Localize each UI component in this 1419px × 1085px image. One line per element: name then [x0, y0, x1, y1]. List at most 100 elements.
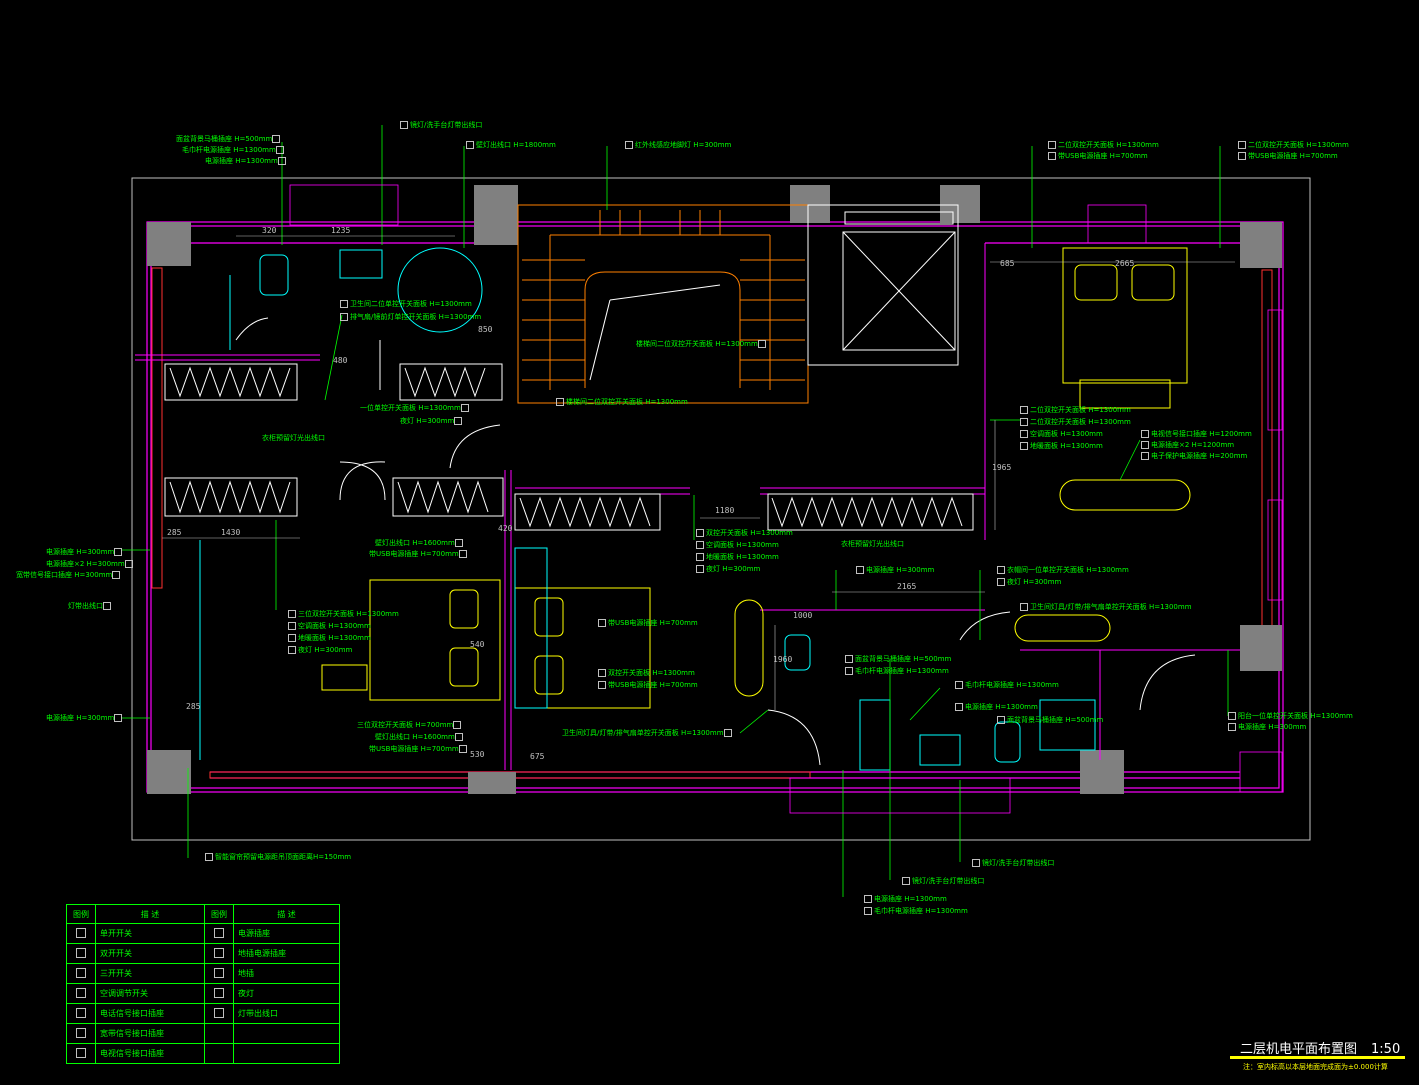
- label-wardrobe-switch-1: 衣帽间一位单控开关面板 H=1300mm: [997, 566, 1129, 574]
- label-bed1-b: 带USB电源插座 H=700mm: [369, 550, 469, 558]
- furniture: [321, 247, 1191, 709]
- phone-socket-symbol-icon: [66, 1003, 96, 1024]
- legend-header-desc-2: 描 述: [233, 904, 340, 924]
- label-bed1-c3: 地暖面板 H=1300mm: [288, 634, 371, 642]
- label-stair-switch: 楼梯间二位双控开关面板 H=1300mm: [636, 340, 768, 348]
- dim-1965: 1965: [992, 463, 1012, 472]
- dim-1180: 1180: [715, 506, 735, 515]
- label-tv-3: 电子保护电源插座 H=200mm: [1141, 452, 1247, 460]
- drawing-title: 二层机电平面布置图 1:50: [1240, 1038, 1400, 1057]
- legend-desc: 电视信号接口插座: [95, 1043, 205, 1064]
- dim-285-b: 285: [186, 702, 201, 711]
- label-right-2: 二位双控开关面板 H=1300mm: [1020, 418, 1131, 426]
- label-top-left-1: 面盆背景马桶插座 H=500mm: [176, 135, 282, 143]
- label-wardrobe-light-2: 衣柜预留灯光出线口: [841, 540, 904, 548]
- label-left-3: 宽带信号接口插座 H=300mm: [16, 571, 122, 579]
- label-bath-switch-2: 排气扇/镜前灯单控开关面板 H=1300mm: [340, 313, 481, 321]
- dim-540: 540: [470, 640, 485, 649]
- label-bottom-socket-2: 毛巾杆电源插座 H=1300mm: [864, 907, 968, 915]
- legend-desc: 电话信号接口插座: [95, 1003, 205, 1024]
- label-towel-socket: 毛巾杆电源插座 H=1300mm: [845, 667, 949, 675]
- label-left-1: 电源插座 H=300mm: [46, 548, 124, 556]
- label-right-3: 空调面板 H=1300mm: [1020, 430, 1103, 438]
- floor-socket-symbol-icon: [204, 943, 234, 964]
- label-toilet-socket: 面盆背景马桶插座 H=500mm: [845, 655, 951, 663]
- dim-285-a: 285: [167, 528, 182, 537]
- elevator: [807, 204, 959, 366]
- label-mid-2: 空调面板 H=1300mm: [696, 541, 779, 549]
- legend-row: 空调调节开关 夜灯: [66, 983, 340, 1004]
- legend-row: 双开开关 地插电源插座: [66, 943, 340, 964]
- dimension-lines: [162, 235, 1235, 710]
- label-bath3-switch: 卫生间灯具/灯带/排气扇单控开关面板 H=1300mm: [1020, 603, 1192, 611]
- label-top-right-b1: 二位双控开关面板 H=1300mm: [1238, 141, 1349, 149]
- dim-2165: 2165: [897, 582, 917, 591]
- label-mid-3: 地暖面板 H=1300mm: [696, 553, 779, 561]
- legend-header-symbol-1: 图例: [66, 904, 96, 924]
- windows: [289, 184, 1283, 814]
- label-top-right-a2: 带USB电源插座 H=700mm: [1048, 152, 1148, 160]
- drawing-title-text: 二层机电平面布置图: [1240, 1042, 1358, 1057]
- label-left-2: 电源插座×2 H=300mm: [46, 560, 135, 568]
- label-tv-1: 电视信号接口插座 H=1200mm: [1141, 430, 1252, 438]
- label-bed1-d3: 带USB电源插座 H=700mm: [369, 745, 469, 753]
- label-bed1-d2: 壁灯出线口 H=1600mm: [375, 733, 465, 741]
- label-tv-2: 电源插座×2 H=1200mm: [1141, 441, 1234, 449]
- label-bed1-d1: 三位双控开关面板 H=700mm: [357, 721, 463, 729]
- label-wardrobe-switch-2: 夜灯 H=300mm: [997, 578, 1061, 586]
- legend-header: 图例 描 述 图例 描 述: [66, 904, 340, 924]
- dim-1000: 1000: [793, 611, 813, 620]
- power-socket-symbol-icon: [204, 923, 234, 944]
- label-bed2-c: 带USB电源插座 H=700mm: [598, 681, 698, 689]
- doors: [235, 317, 1196, 766]
- dim-2665: 2665: [1115, 259, 1135, 268]
- dim-1430: 1430: [221, 528, 241, 537]
- label-bed1-c1: 三位双控开关面板 H=1300mm: [288, 610, 399, 618]
- label-mirror-light: 镜灯/洗手台灯带出线口: [400, 121, 482, 129]
- label-bed2-b: 双控开关面板 H=1300mm: [598, 669, 695, 677]
- label-balcony-2: 电源插座 H=300mm: [1228, 723, 1306, 731]
- label-power-socket-2: 电源插座 H=1300mm: [955, 703, 1038, 711]
- label-ceiling-light: 壁灯出线口 H=1800mm: [466, 141, 556, 149]
- label-bottom-socket-1: 电源插座 H=1300mm: [864, 895, 947, 903]
- legend-empty: [233, 1023, 340, 1044]
- strip-light-symbol-icon: [204, 1003, 234, 1024]
- legend-row: 电话信号接口插座 灯带出线口: [66, 1003, 340, 1024]
- label-top-right-a1: 二位双控开关面板 H=1300mm: [1048, 141, 1159, 149]
- legend-desc: 电源插座: [233, 923, 340, 944]
- dim-530: 530: [470, 750, 485, 759]
- dim-675: 675: [530, 752, 545, 761]
- dim-320: 320: [262, 226, 277, 235]
- label-ir-floor-light: 红外线感应地脚灯 H=300mm: [625, 141, 731, 149]
- label-stair-switch-2: 楼梯间二位双控开关面板 H=1300mm: [556, 398, 688, 406]
- night-light-symbol-icon: [204, 983, 234, 1004]
- drawing-note: 注：室内标高以本层地面完成面为±0.000计算: [1243, 1063, 1388, 1071]
- legend-row: 单开开关 电源插座: [66, 923, 340, 944]
- legend-header-symbol-2: 图例: [204, 904, 234, 924]
- interior-walls: [135, 243, 1240, 770]
- label-single-switch: 一位单控开关面板 H=1300mm: [360, 404, 471, 412]
- label-top-right-b2: 带USB电源插座 H=700mm: [1238, 152, 1338, 160]
- double-switch-symbol-icon: [66, 943, 96, 964]
- bathroom-fixtures: [199, 247, 1096, 771]
- drawing-scale: 1:50: [1371, 1042, 1401, 1057]
- columns: [147, 185, 1282, 794]
- label-bed1-a: 壁灯出线口 H=1600mm: [375, 539, 465, 547]
- leader-lines: [122, 125, 1229, 897]
- ac-switch-symbol-icon: [66, 983, 96, 1004]
- legend-desc: 夜灯: [233, 983, 340, 1004]
- label-bed1-c4: 夜灯 H=300mm: [288, 646, 352, 654]
- dim-480: 480: [333, 356, 348, 365]
- label-bath-switch-1: 卫生间二位单控开关面板 H=1300mm: [340, 300, 472, 308]
- legend-desc: 单开开关: [95, 923, 205, 944]
- staircase: [517, 204, 809, 404]
- label-power-socket: 电源插座 H=300mm: [856, 566, 934, 574]
- legend-row: 三开开关 地插: [66, 963, 340, 984]
- legend-desc: 灯带出线口: [233, 1003, 340, 1024]
- label-mid-4: 夜灯 H=300mm: [696, 565, 760, 573]
- label-mid-1: 双控开关面板 H=1300mm: [696, 529, 793, 537]
- broadband-socket-symbol-icon: [66, 1023, 96, 1044]
- single-switch-symbol-icon: [66, 923, 96, 944]
- label-mirror-light-2: 镜灯/洗手台灯带出线口: [972, 859, 1054, 867]
- title-underline: [1230, 1056, 1405, 1059]
